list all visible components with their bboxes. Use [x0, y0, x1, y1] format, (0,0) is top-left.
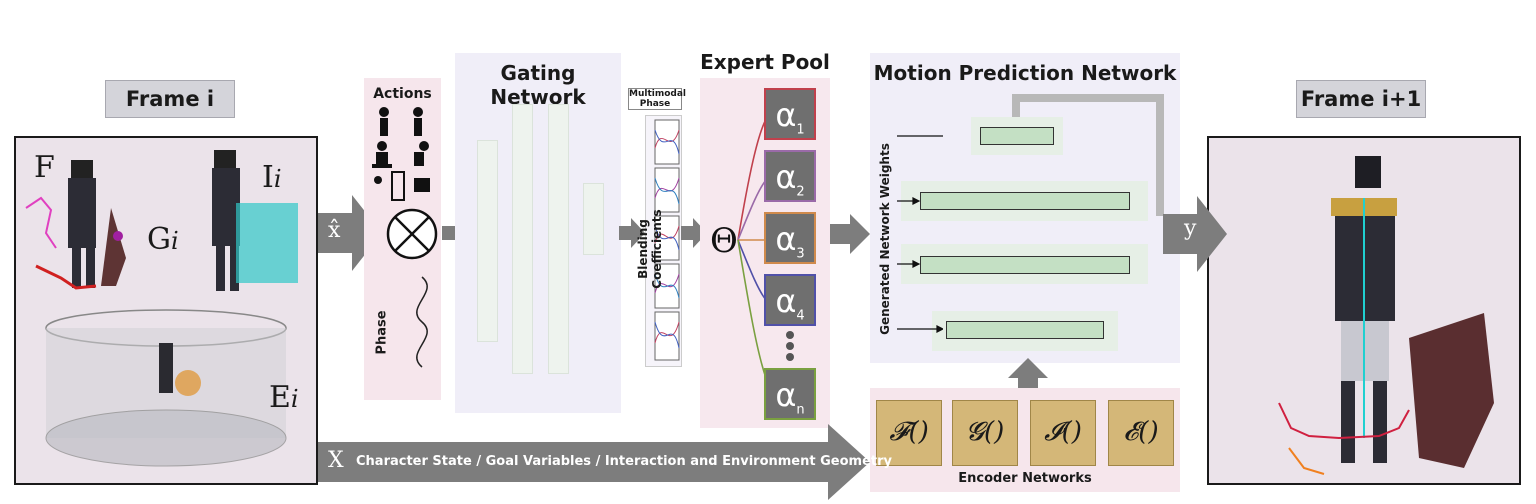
gating-title: Gating Network	[490, 61, 586, 109]
multiply-operator-icon	[386, 208, 438, 260]
arrow-to-blending	[619, 218, 645, 248]
arrow-to-mpn	[830, 214, 870, 254]
mpn-layer-1-weights	[980, 127, 1054, 145]
expert-alpha-4: α4	[764, 274, 816, 326]
letter-f: F	[34, 150, 55, 185]
frame-i-label: Frame i	[105, 80, 235, 118]
expert-alpha-1: α1	[764, 88, 816, 140]
letter-g: Gi	[147, 222, 179, 257]
letter-i: Ii	[262, 160, 282, 195]
encoder-i: 𝓘()	[1030, 400, 1096, 466]
frame-i-plus-1-label: Frame i+1	[1296, 80, 1426, 118]
mpn-layer-3-weights	[920, 256, 1130, 274]
arrow-encoders-to-mpn	[1008, 358, 1048, 390]
ellipsis-dots	[786, 331, 794, 361]
output-y-arrow	[1163, 196, 1227, 272]
expert-alpha-3: α3	[764, 212, 816, 264]
right-frame-image	[1207, 136, 1521, 485]
phase-wave-icon	[416, 276, 428, 368]
mpn-layer-4-weights	[946, 321, 1104, 339]
phase-label: Phase	[374, 310, 390, 355]
character-scene-illustration	[16, 138, 316, 483]
bottom-x-label: X	[328, 448, 344, 473]
actions-title: Actions	[373, 86, 432, 102]
expert-pool-title: Expert Pool	[700, 50, 830, 74]
phase-curves-stack	[654, 119, 680, 361]
bottom-state-arrow	[318, 424, 870, 500]
mpn-layer-2-weights	[920, 192, 1130, 210]
gating-bar-4	[583, 183, 604, 255]
expert-alpha-2: α2	[764, 150, 816, 202]
bottom-arrow-text: Character State / Goal Variables / Inter…	[356, 454, 892, 469]
encoder-f: 𝓕()	[876, 400, 942, 466]
mpn-feedback-connector	[1012, 94, 1164, 216]
expert-alpha-n: αn	[764, 368, 816, 420]
action-icons	[372, 107, 430, 201]
theta-fan-lines: Θ	[710, 115, 768, 384]
blending-coefficients-label: Blending Coefficients	[636, 209, 664, 289]
character-next-frame-illustration	[1209, 138, 1519, 483]
encoder-e: 𝓔()	[1108, 400, 1174, 466]
multimodal-phase-label: Multimodal Phase	[628, 88, 686, 110]
letter-e: Ei	[269, 380, 299, 415]
gating-bar-3	[548, 104, 569, 374]
gating-bar-1	[477, 140, 498, 342]
x-hat-label: x̂	[328, 218, 341, 243]
encoder-label: Encoder Networks	[958, 471, 1092, 486]
weight-input-arrows	[897, 135, 943, 333]
svg-text:Θ: Θ	[710, 221, 738, 261]
gating-bar-2	[512, 104, 533, 374]
arrow-to-experts	[681, 218, 707, 248]
encoder-g: 𝓖()	[952, 400, 1018, 466]
output-y-label: y	[1184, 216, 1197, 241]
left-frame-image	[14, 136, 318, 485]
mpn-title: Motion Prediction Network	[873, 61, 1177, 85]
generated-weights-label: Generated Network Weights	[878, 143, 892, 335]
